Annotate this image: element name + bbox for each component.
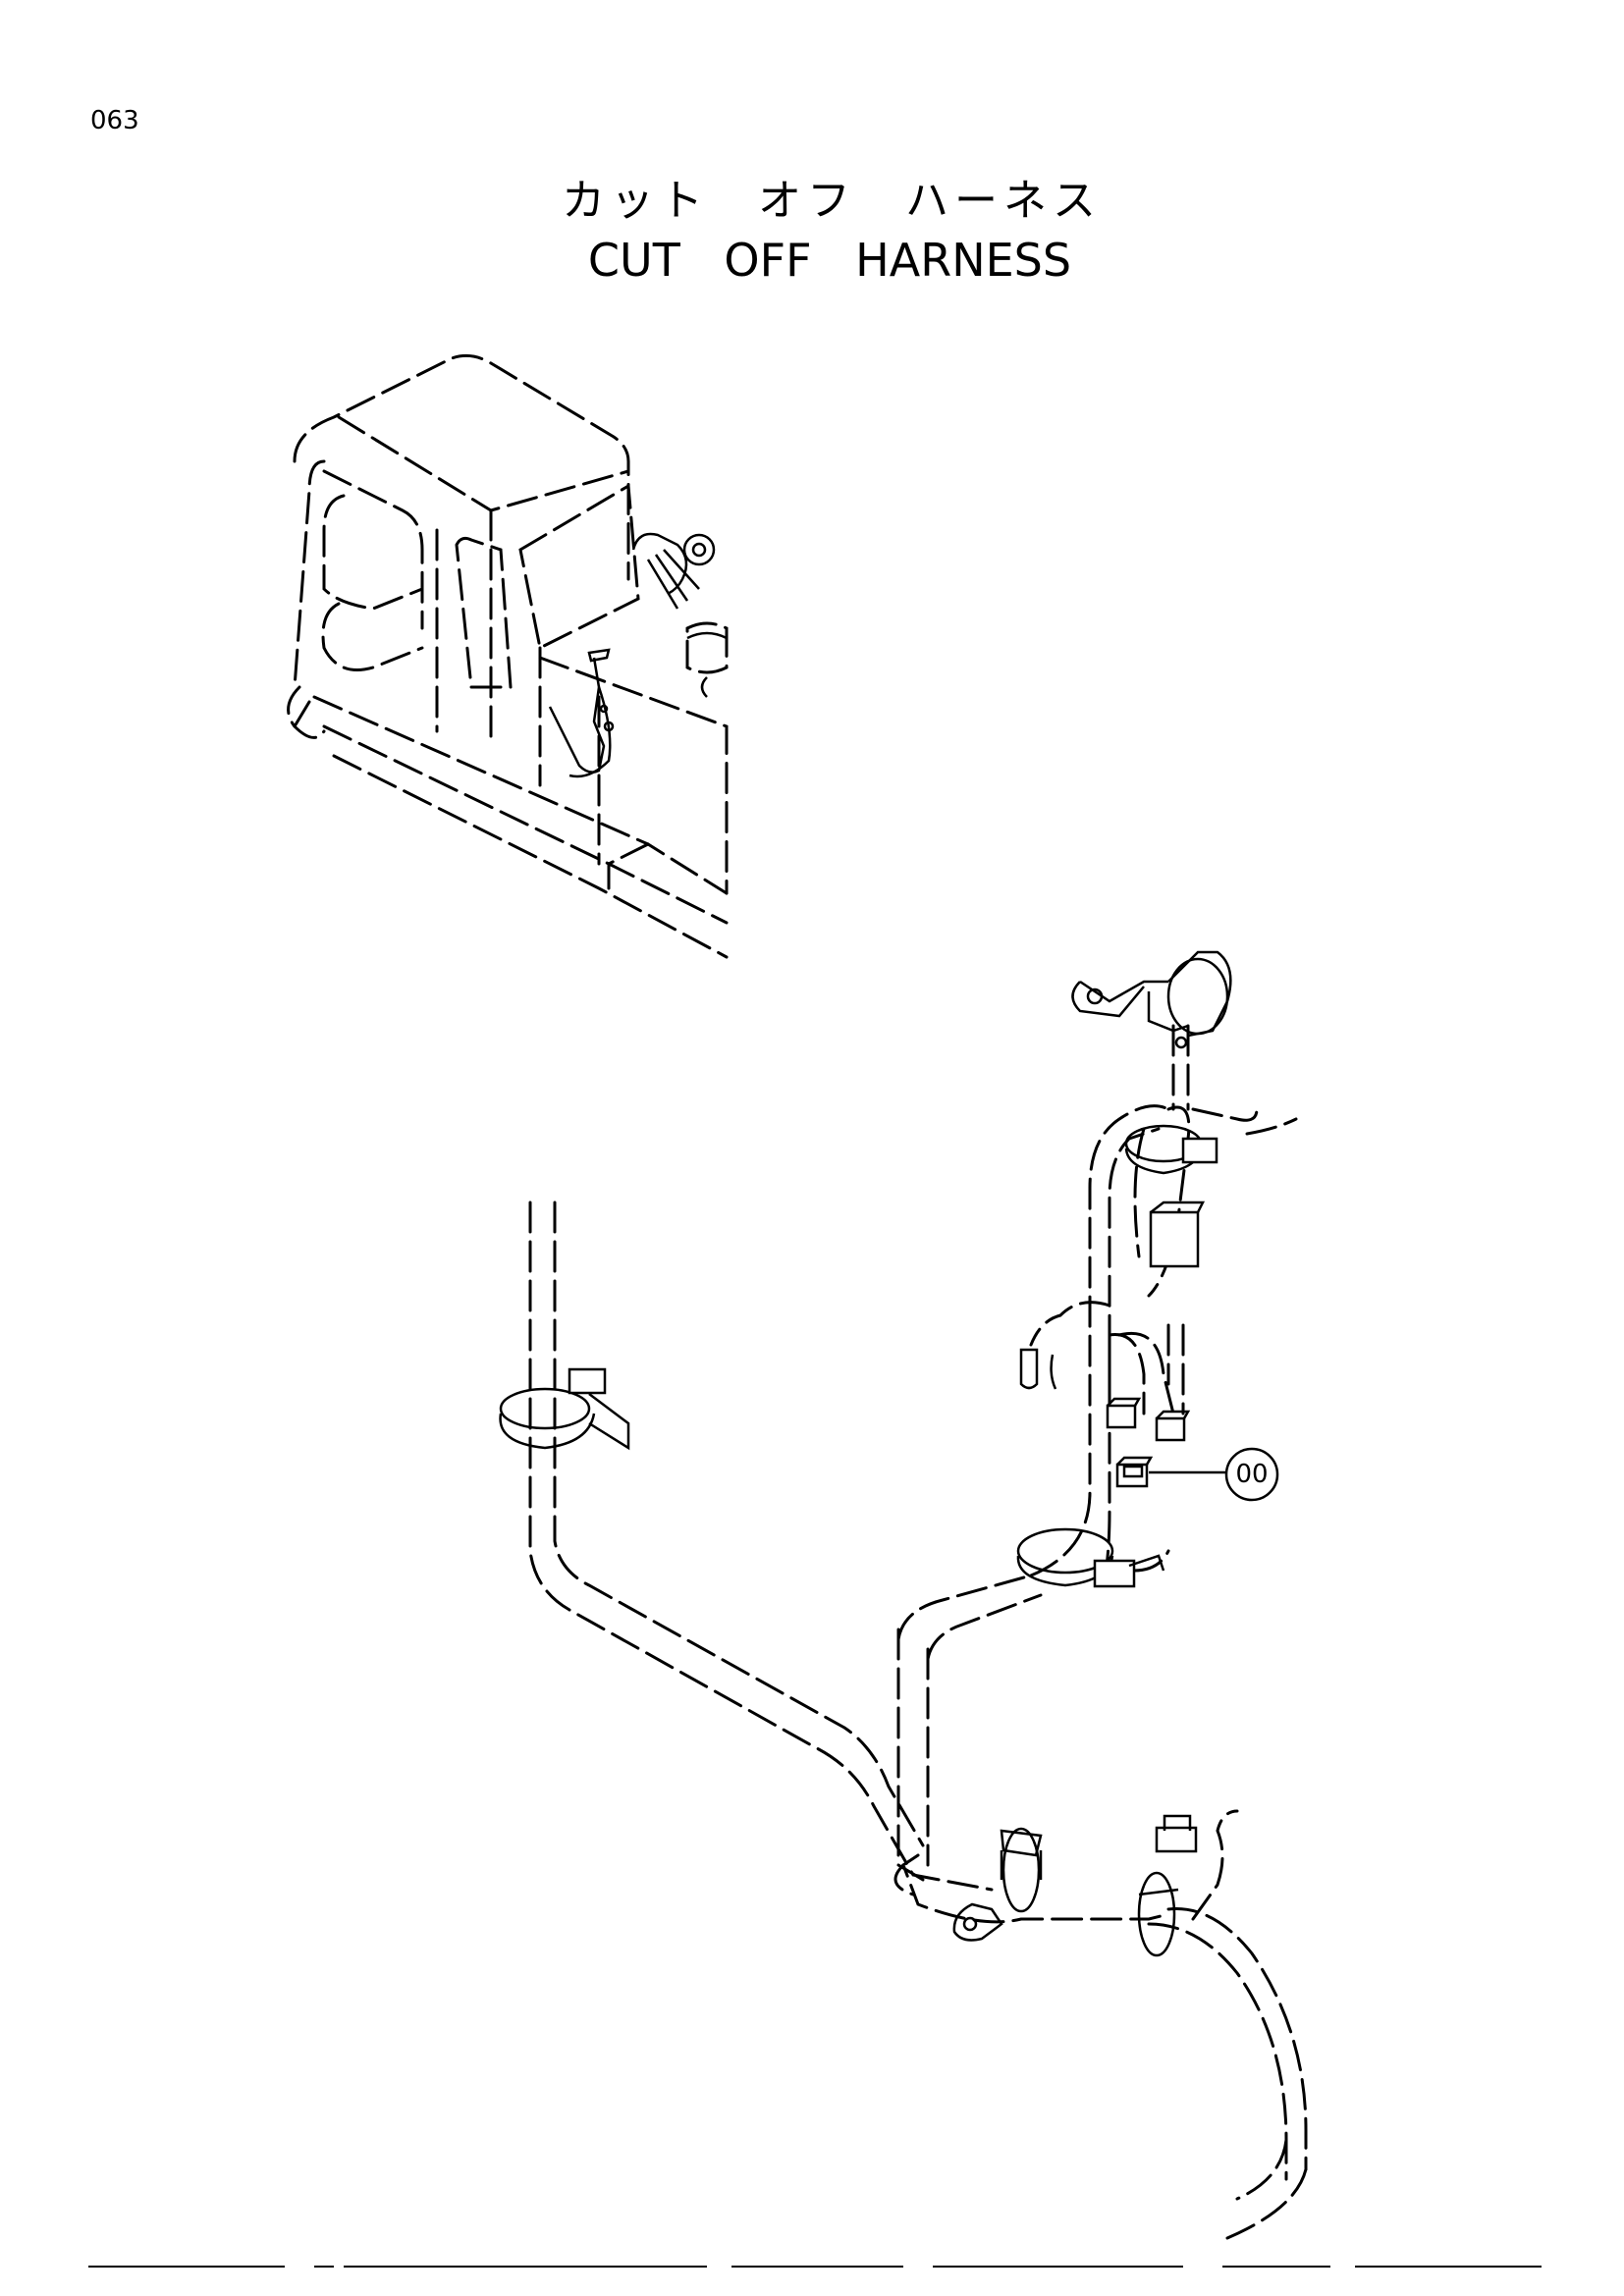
machine-cab-outline <box>287 353 729 959</box>
callout-00 <box>1149 1447 1279 1502</box>
harness-clamps <box>499 1124 1218 1957</box>
connectors <box>1019 1201 1206 1488</box>
title-block: カット オフ ハーネス CUT OFF HARNESS <box>0 165 1624 287</box>
page-number: 063 <box>90 106 139 135</box>
cut-off-harness <box>528 1024 1308 2240</box>
footer-rule <box>88 2266 1542 2268</box>
callout-label: 00 <box>1235 1460 1269 1489</box>
title-japanese: カット オフ ハーネス <box>562 176 1102 226</box>
relay-bracket <box>1071 950 1232 1049</box>
title-english: CUT OFF HARNESS <box>587 234 1072 287</box>
